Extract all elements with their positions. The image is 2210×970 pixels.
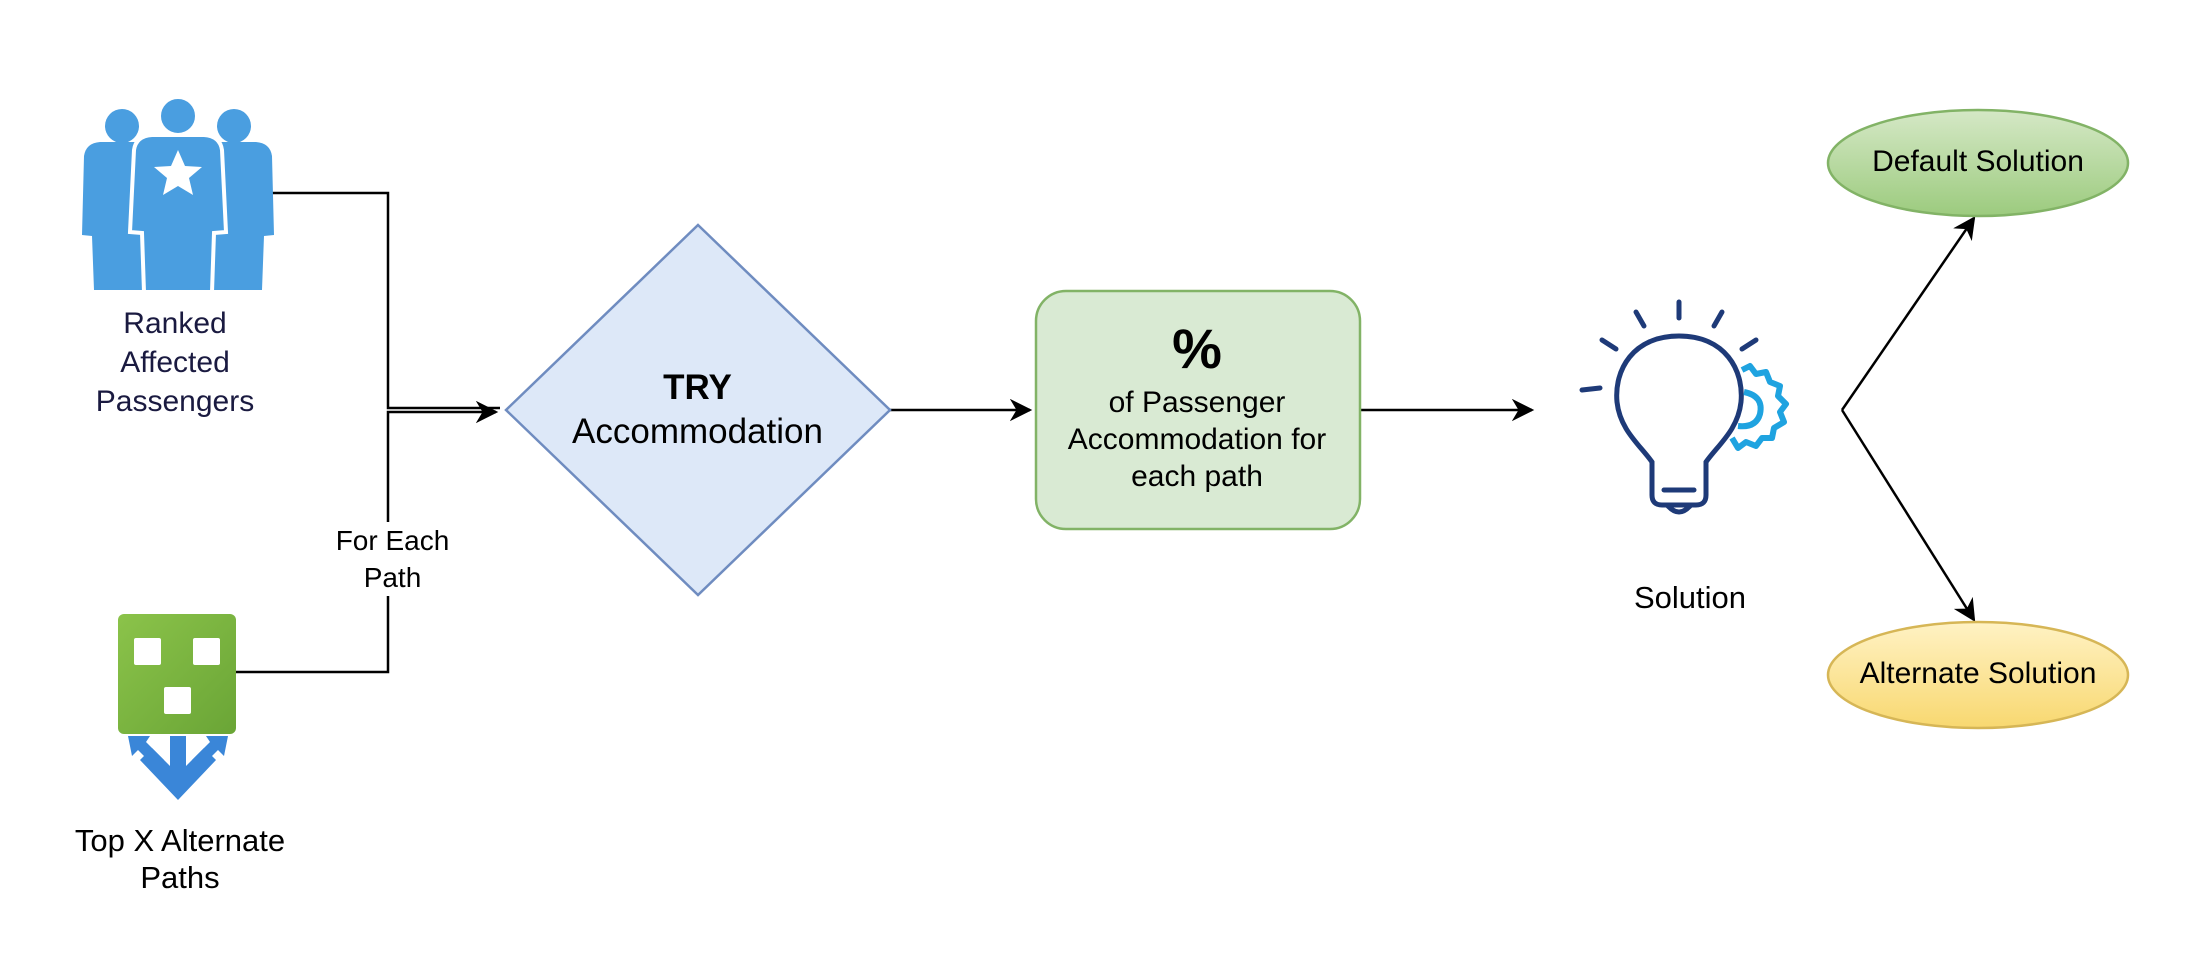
passengers-label: Ranked Affected Passengers — [95, 307, 255, 418]
lightbulb-gear-icon — [1579, 299, 1789, 515]
alternate-solution-ellipse — [1826, 620, 2130, 730]
percent-box-text: of Passenger Accommodation for each path — [1067, 386, 1327, 493]
default-solution-ellipse — [1826, 108, 2130, 218]
connector-lines — [236, 191, 1976, 674]
people-group-icon — [82, 95, 274, 294]
paths-label: Top X Alternate Paths — [74, 823, 286, 895]
try-title: TRY — [663, 368, 732, 407]
try-accommodation-diamond — [504, 223, 892, 597]
passengers-connector — [270, 191, 500, 410]
percent-accommodation-box — [1034, 289, 1362, 531]
for-each-path-label: For Each Path — [315, 522, 470, 596]
solution-label: Solution — [1633, 580, 1747, 615]
alternate-solution-label: Alternate Solution — [1859, 657, 2097, 690]
default-solution-label: Default Solution — [1872, 145, 2084, 178]
percent-symbol: % — [1172, 317, 1222, 380]
try-subtitle: Accommodation — [572, 412, 823, 451]
branch-to-default-arrow — [1840, 216, 1976, 411]
alternate-paths-icon — [118, 614, 236, 800]
branch-to-alternate-arrow — [1840, 409, 1976, 622]
